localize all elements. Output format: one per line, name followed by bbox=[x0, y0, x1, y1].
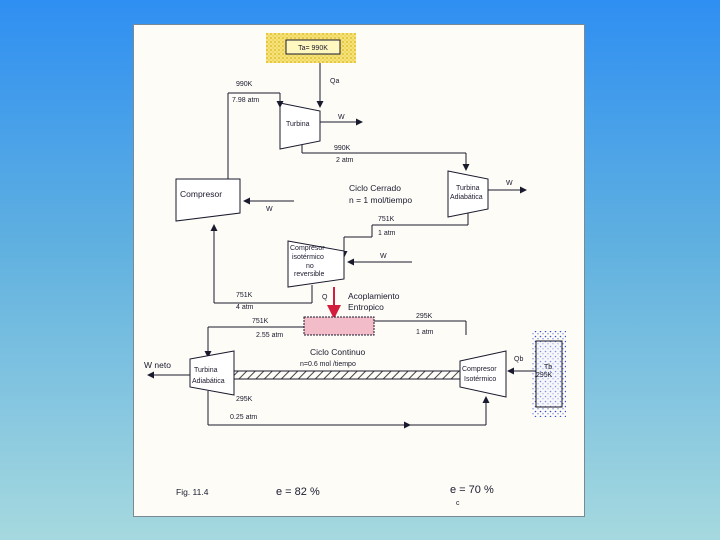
p-4-label: 4 atm bbox=[236, 304, 254, 311]
w-neto-label: W neto bbox=[144, 360, 171, 370]
figure-label: Fig. 11.4 bbox=[176, 487, 209, 497]
right-turbine-label-2: Adiabática bbox=[450, 194, 483, 201]
t-990-out-label: 990K bbox=[334, 145, 351, 152]
bottom-compressor-label-1: Compresor bbox=[462, 366, 497, 373]
ciclo-cerrado-title: Ciclo Cerrado bbox=[349, 183, 401, 193]
entropic-coupling-box bbox=[303, 316, 375, 336]
acoplamiento-label-1: Acoplamiento bbox=[348, 291, 400, 301]
cold-reservoir: Tb 295K bbox=[532, 331, 566, 417]
left-compressor bbox=[175, 178, 241, 222]
shaft bbox=[233, 370, 461, 380]
p-2-label: 2 atm bbox=[336, 157, 354, 164]
p-1-mid-label: 1 atm bbox=[378, 230, 396, 237]
tb-label: Tb bbox=[544, 364, 552, 371]
efficiency-right: e = 70 % bbox=[450, 484, 494, 496]
ciclo-continuo-title: Ciclo Continuo bbox=[310, 347, 366, 357]
acoplamiento-label-2: Entropico bbox=[348, 302, 384, 312]
t-295-right-label: 295K bbox=[416, 313, 433, 320]
top-turbine bbox=[279, 102, 321, 150]
tb-value-label: 295K bbox=[536, 372, 553, 379]
qb-label: Qb bbox=[514, 356, 523, 363]
bottom-turbine-label-2: Adiabática bbox=[192, 378, 225, 385]
bottom-compressor-label-2: Isotérmico bbox=[464, 376, 496, 383]
q-coupling-label: Q bbox=[322, 294, 328, 301]
right-turbine-label-1: Turbina bbox=[456, 185, 480, 192]
p-025-label: 0.25 atm bbox=[230, 414, 257, 421]
isothermal-compressor bbox=[287, 240, 345, 288]
iso-compressor-label-4: reversible bbox=[294, 271, 324, 278]
p-1-right-label: 1 atm bbox=[416, 329, 434, 336]
t-990-in-label: 990K bbox=[236, 81, 253, 88]
hot-reservoir-label: Ta= 990K bbox=[298, 45, 328, 52]
iso-compressor-label-2: isotérmico bbox=[292, 254, 324, 261]
right-adiabatic-turbine bbox=[447, 170, 489, 218]
t-295-bottom-label: 295K bbox=[236, 396, 253, 403]
t-751-bottom-label: 751K bbox=[252, 318, 269, 325]
n-closed-label: n = 1 mol/tiempo bbox=[349, 195, 412, 205]
w-right-label: W bbox=[506, 180, 513, 187]
efficiency-left: e = 82 % bbox=[276, 486, 320, 498]
n-open-label: n=0.6 mol /tiempo bbox=[300, 361, 356, 368]
iso-compressor-label-1: Compresor bbox=[290, 245, 325, 252]
t-751-low-label: 751K bbox=[236, 292, 253, 299]
slide-frame: Ta= 990K Qa Turbina W 990K 7.98 atm 990K… bbox=[133, 24, 585, 517]
w-top-label: W bbox=[338, 114, 345, 121]
thermodynamic-cycle-diagram: Ta= 990K Qa Turbina W 990K 7.98 atm 990K… bbox=[144, 33, 566, 507]
qa-label: Qa bbox=[330, 78, 339, 85]
left-compressor-label: Compresor bbox=[180, 189, 222, 199]
p-255-label: 2.55 atm bbox=[256, 332, 283, 339]
top-turbine-label: Turbina bbox=[286, 121, 310, 128]
bottom-turbine-label-1: Turbina bbox=[194, 367, 218, 374]
w-iso-label: W bbox=[380, 253, 387, 260]
hot-reservoir: Ta= 990K bbox=[266, 33, 356, 63]
t-751-mid-label: 751K bbox=[378, 216, 395, 223]
iso-compressor-label-3: no bbox=[306, 263, 314, 270]
w-compressor-label: W bbox=[266, 206, 273, 213]
bottom-isothermal-compressor bbox=[459, 350, 507, 398]
bottom-adiabatic-turbine bbox=[189, 350, 235, 396]
efficiency-right-sub: c bbox=[456, 500, 460, 507]
p-798-label: 7.98 atm bbox=[232, 97, 259, 104]
